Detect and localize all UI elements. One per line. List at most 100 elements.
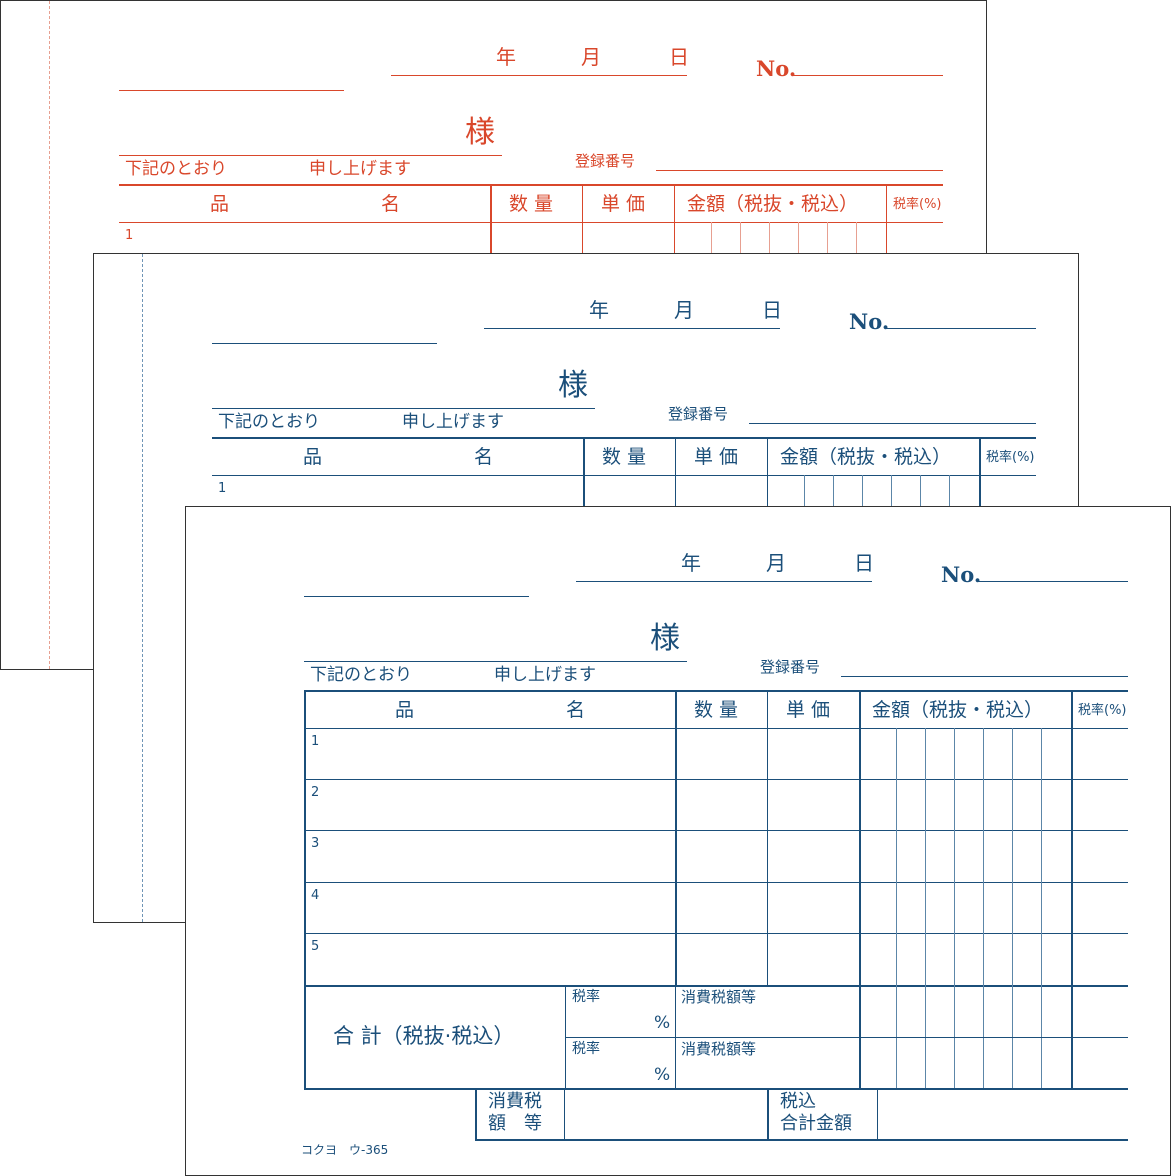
col-divider xyxy=(675,437,676,537)
date-month: 月 xyxy=(766,551,786,575)
row-number: 1 xyxy=(311,734,320,749)
invoice-sheet-front-copy: 年 月 日 No. 様 下記のとおり 申し上げます 登録番号 品 名 数 量 単… xyxy=(185,506,1171,1176)
row-divider xyxy=(304,830,1128,831)
recipient-line xyxy=(304,596,529,597)
digit-divider xyxy=(856,222,857,282)
table-top-border xyxy=(119,184,943,186)
registration-underline xyxy=(841,676,1128,677)
registration-label: 登録番号 xyxy=(760,658,821,676)
percent-sign: % xyxy=(654,1065,671,1085)
digit-divider xyxy=(1041,728,1042,1089)
perforation-line xyxy=(142,254,143,922)
header-item-a: 品 xyxy=(395,699,415,721)
date-day: 日 xyxy=(854,551,874,575)
greeting-right: 申し上げます xyxy=(402,412,504,432)
col-divider xyxy=(582,184,583,284)
digit-divider xyxy=(711,222,712,282)
header-item-b: 名 xyxy=(381,193,401,215)
greeting-left: 下記のとおり xyxy=(218,412,320,432)
footer-consumption-tax-a: 消費税 xyxy=(488,1091,542,1112)
footer-consumption-tax-b: 額 等 xyxy=(488,1113,542,1134)
row-divider xyxy=(304,882,1128,883)
col-divider xyxy=(767,437,768,537)
consumption-tax-label: 消費税額等 xyxy=(681,988,757,1006)
header-amount: 金額（税抜・税込） xyxy=(687,193,859,215)
table-header-bottom xyxy=(304,728,1128,729)
footer-divider xyxy=(767,1089,769,1140)
digit-divider xyxy=(896,728,897,1089)
total-label: 合 計（税抜·税込） xyxy=(333,1024,515,1048)
col-divider xyxy=(1071,690,1073,1089)
header-amount: 金額（税抜・税込） xyxy=(780,446,952,468)
digit-divider xyxy=(827,222,828,282)
digit-divider xyxy=(833,475,834,535)
no-label: No. xyxy=(849,309,890,334)
registration-underline xyxy=(656,170,943,171)
row-number: 1 xyxy=(125,228,134,243)
header-qty: 数 量 xyxy=(602,446,647,468)
sama-label: 様 xyxy=(558,368,588,403)
footer-divider xyxy=(475,1089,477,1140)
digit-divider xyxy=(949,475,950,535)
no-underline xyxy=(886,328,1036,329)
digit-divider xyxy=(925,728,926,1089)
row-divider xyxy=(304,779,1128,780)
header-item-b: 名 xyxy=(474,446,494,468)
no-label: No. xyxy=(756,56,797,81)
perforation-line xyxy=(49,1,50,669)
header-item-b: 名 xyxy=(566,699,586,721)
header-qty: 数 量 xyxy=(694,699,739,721)
date-day: 日 xyxy=(669,45,689,69)
no-label: No. xyxy=(941,562,982,587)
digit-divider xyxy=(891,475,892,535)
table-header-bottom xyxy=(119,222,943,223)
row-number: 2 xyxy=(311,785,320,800)
col-divider xyxy=(979,437,981,537)
sama-label: 様 xyxy=(465,115,495,150)
greeting-left: 下記のとおり xyxy=(310,665,412,685)
digit-divider xyxy=(862,475,863,535)
percent-sign: % xyxy=(654,1013,671,1033)
row-number: 4 xyxy=(311,888,320,903)
col-divider xyxy=(675,690,677,985)
greeting-right: 申し上げます xyxy=(494,665,596,685)
header-tax-rate: 税率(%) xyxy=(1078,703,1127,718)
recipient-name-underline xyxy=(212,408,595,409)
digit-divider xyxy=(1012,728,1013,1089)
digit-divider xyxy=(983,728,984,1089)
col-divider xyxy=(674,184,675,284)
items-bottom-border xyxy=(304,985,1128,987)
totals-bottom-border xyxy=(304,1088,1128,1090)
greeting-right: 申し上げます xyxy=(309,159,411,179)
table-header-bottom xyxy=(212,475,1036,476)
col-divider xyxy=(583,437,585,537)
header-unit-price: 単 価 xyxy=(694,446,739,468)
footer-total-incl-tax-a: 税込 xyxy=(780,1091,816,1112)
registration-underline xyxy=(749,423,1036,424)
totals-row-divider xyxy=(565,1037,1128,1038)
date-year: 年 xyxy=(496,45,516,69)
recipient-line xyxy=(212,343,437,344)
digit-divider xyxy=(920,475,921,535)
row-number: 3 xyxy=(311,836,320,851)
header-unit-price: 単 価 xyxy=(786,699,831,721)
registration-label: 登録番号 xyxy=(668,405,729,423)
table-left-border xyxy=(304,690,306,1089)
date-year: 年 xyxy=(681,551,701,575)
date-underline xyxy=(576,581,872,582)
date-month: 月 xyxy=(581,45,601,69)
digit-divider xyxy=(798,222,799,282)
recipient-name-underline xyxy=(304,661,687,662)
footer-divider xyxy=(877,1089,878,1140)
no-underline xyxy=(793,75,943,76)
digit-divider xyxy=(804,475,805,535)
date-month: 月 xyxy=(674,298,694,322)
table-top-border xyxy=(212,437,1036,439)
digit-divider xyxy=(954,728,955,1089)
date-year: 年 xyxy=(589,298,609,322)
consumption-tax-label: 消費税額等 xyxy=(681,1040,757,1058)
registration-label: 登録番号 xyxy=(575,152,636,170)
header-amount: 金額（税抜・税込） xyxy=(872,699,1044,721)
recipient-name-underline xyxy=(119,155,502,156)
footer-bottom-border xyxy=(475,1139,1128,1141)
